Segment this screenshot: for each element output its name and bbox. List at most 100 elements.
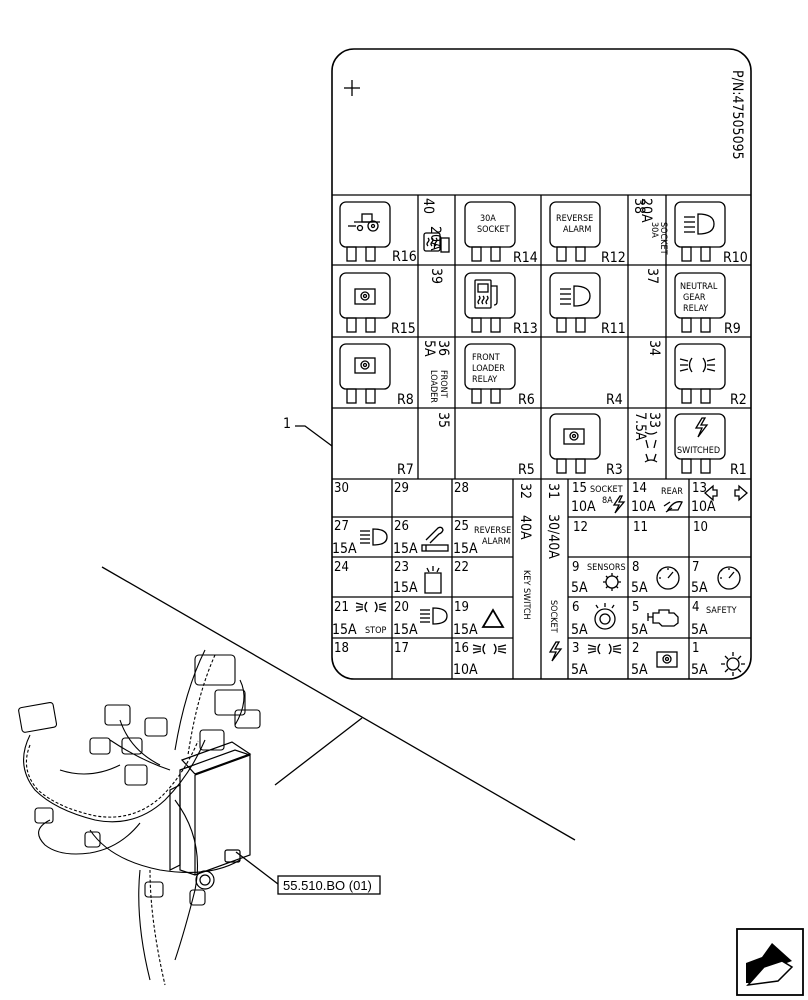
fuse-4-amp: 5A: [691, 622, 708, 638]
fuse-20-amp: 15A: [393, 622, 418, 638]
fuse-23-amp: 15A: [393, 580, 418, 596]
fuse-36-desc2: LOADER: [428, 370, 438, 403]
fuse-17-num: 17: [394, 641, 409, 656]
fuse-31-desc: SOCKET: [548, 600, 558, 633]
fuse-6-num: 6: [572, 600, 579, 615]
fuse-5-amp: 5A: [631, 622, 648, 638]
fuse-36: 36 5A FRONT LOADER: [421, 340, 451, 403]
side-lights-icon: [679, 357, 716, 373]
headlight-icon: [420, 607, 448, 625]
relay-label-r16: R16: [392, 249, 417, 265]
fuse-25-num: 25: [454, 519, 469, 534]
relay-label-r3: R3: [606, 462, 623, 478]
reference-text: 55.510.BO (01): [283, 878, 372, 893]
relay-r13: R13: [464, 272, 538, 337]
fuse-36-desc1: FRONT: [438, 370, 448, 398]
fuse-38: 38 20A 30A SOCKET: [631, 198, 668, 255]
fuse-4-desc: SAFETY: [706, 606, 737, 616]
fuse-33-amp: 7.5A: [632, 412, 648, 441]
tractor-icon: [348, 213, 380, 232]
relay-label-r8: R8: [397, 392, 414, 408]
part-number: P/N:47505095: [729, 70, 745, 160]
zoom-lines: [101, 566, 576, 841]
fuse-37-num: 37: [644, 268, 660, 284]
fuse-25-amp: 15A: [453, 541, 478, 557]
fuse-label-panel: P/N:47505095: [331, 48, 752, 680]
fuse-14-num: 14: [632, 481, 647, 496]
fuse-grid: [332, 479, 751, 679]
fuse-18-num: 18: [334, 641, 349, 656]
fuse-32-num: 32: [517, 483, 533, 499]
fuel-heater-icon: [474, 279, 498, 309]
side-lights-icon: [644, 431, 658, 463]
fuse-33-num: 33: [646, 412, 662, 428]
warning-light-icon: [721, 652, 745, 676]
oil-filter-icon: [594, 603, 616, 630]
relay-r1: SWITCHED R1: [674, 413, 747, 478]
r1-text: SWITCHED: [677, 446, 720, 456]
fuse-8-num: 8: [632, 560, 639, 575]
fuse-33: 33 7.5A: [632, 412, 662, 463]
relay-r10: R10: [674, 201, 748, 266]
fuse-6-amp: 5A: [571, 622, 588, 638]
relay-r2: R2: [674, 343, 747, 408]
fuse-20-num: 20: [394, 600, 409, 615]
fuse-24-num: 24: [334, 560, 349, 575]
r14-text-2: SOCKET: [477, 225, 510, 235]
fuse-35-num: 35: [435, 412, 451, 428]
relay-r12: REVERSE ALARM R12: [549, 201, 626, 266]
fuse-15-amp: 10A: [571, 499, 596, 515]
fuse-23-num: 23: [394, 560, 409, 575]
side-lights-icon: [472, 643, 507, 655]
fuse-9-desc: SENSORS: [587, 563, 626, 573]
gauge-icon: [717, 566, 741, 590]
fuse-16-amp: 10A: [453, 662, 478, 678]
engine-icon: [647, 609, 679, 627]
gauge-icon: [656, 566, 680, 590]
hazard-triangle-icon: [481, 608, 505, 628]
relay-label-r12: R12: [601, 250, 626, 266]
engine-gear-icon: [656, 651, 678, 668]
next-page-arrow-icon[interactable]: [736, 928, 804, 996]
relay-label-r14: R14: [513, 250, 538, 266]
work-light-icon: [663, 501, 683, 513]
fuse-26-num: 26: [394, 519, 409, 534]
callout-number: 1: [283, 416, 291, 432]
fuse-21-num: 21: [334, 600, 349, 615]
fuse-13-num: 13: [692, 481, 707, 496]
control-module: [169, 741, 252, 890]
seat-heater-icon: [423, 232, 450, 253]
r6-text-3: RELAY: [472, 375, 497, 385]
fuse-27-amp: 15A: [332, 541, 357, 557]
fuse-15-num: 15: [572, 481, 587, 496]
r6-text-1: FRONT: [472, 353, 500, 363]
relay-label-r4: R4: [606, 392, 623, 408]
fuse-31-amp: 30/40A: [545, 514, 561, 559]
relay-r16: R16: [339, 201, 417, 265]
fuse-3-num: 3: [572, 641, 579, 656]
gear-icon: [603, 573, 621, 591]
fuse-27-num: 27: [334, 519, 349, 534]
wiring-harness-drawing: [18, 649, 261, 986]
relay-r8: R8: [339, 343, 414, 408]
turn-signal-icon: [704, 484, 748, 502]
fuse-11-num: 11: [633, 520, 648, 535]
fuse-40-num: 40: [420, 198, 436, 214]
fuse-29-num: 29: [394, 481, 409, 496]
r9-text-2: GEAR: [683, 293, 706, 303]
fuse-40: 40 20A: [420, 198, 450, 253]
fuse-34-num: 34: [646, 340, 662, 356]
fuse-28-num: 28: [454, 481, 469, 496]
relay-r11: R11: [549, 272, 626, 337]
fuse-7-num: 7: [692, 560, 699, 575]
engine-gear-icon: [354, 288, 376, 305]
fuse-1-num: 1: [692, 641, 699, 656]
lightning-icon: [612, 495, 626, 514]
fuse-5-num: 5: [632, 600, 639, 615]
fuse-19-amp: 15A: [453, 622, 478, 638]
headlight-icon: [360, 528, 388, 546]
fuse-30-num: 30: [334, 481, 349, 496]
relay-r15: R15: [339, 272, 416, 337]
